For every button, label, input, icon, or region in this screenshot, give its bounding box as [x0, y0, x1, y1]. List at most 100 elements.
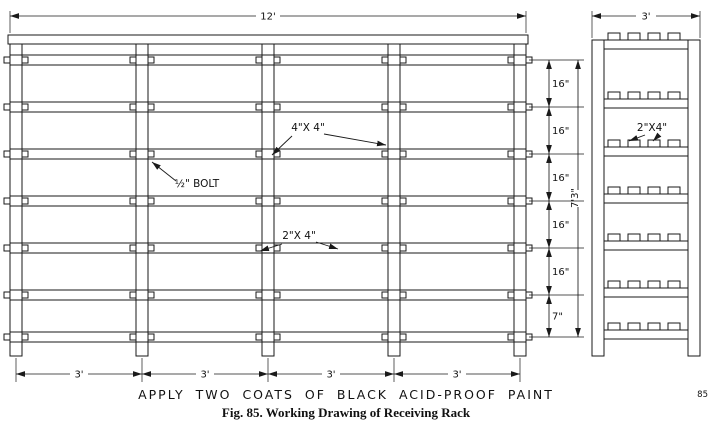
- label-bg: [551, 78, 568, 89]
- bolt-nut: [399, 244, 407, 252]
- rail-block: [647, 280, 661, 289]
- label-bg: [256, 9, 280, 23]
- side-post: [591, 39, 605, 357]
- spacing-dim-label: 16": [552, 267, 569, 278]
- bolt-nut: [21, 103, 29, 111]
- bolt-nut: [381, 150, 389, 158]
- bay-dim-label: 3': [326, 370, 335, 381]
- bolt-nut: [507, 244, 515, 252]
- bay-dim-label: 3': [74, 370, 83, 381]
- bolt-nut: [147, 333, 155, 341]
- rail-block: [667, 186, 681, 195]
- side-view: [591, 32, 701, 357]
- leader-arrow: [259, 243, 283, 252]
- rail-block: [667, 139, 681, 148]
- bolt-nut: [507, 333, 515, 341]
- bolt-nut: [507, 150, 515, 158]
- rail-block: [667, 233, 681, 242]
- leader-arrow: [323, 133, 387, 147]
- label-bg: [551, 311, 568, 321]
- leader-arrow: [271, 135, 293, 156]
- bolt-nut: [21, 333, 29, 341]
- bolt-nut: [3, 333, 11, 341]
- bolt-nut: [381, 333, 389, 341]
- bolt-nut: [399, 56, 407, 64]
- bolt-nut: [399, 291, 407, 299]
- bolt-nut: [147, 56, 155, 64]
- bolt-nut: [273, 291, 281, 299]
- side-width-dim-label: 3': [641, 12, 650, 23]
- bolt-nut: [3, 56, 11, 64]
- bolt-nut: [129, 197, 137, 205]
- leader-arrow: [315, 241, 339, 250]
- bolt-nut: [129, 244, 137, 252]
- bolt-nut: [507, 103, 515, 111]
- rail-block: [667, 322, 681, 331]
- leader-arrow: [151, 161, 177, 182]
- rail-block: [627, 280, 641, 289]
- bolt-nut: [381, 103, 389, 111]
- rail-block: [647, 322, 661, 331]
- bolt-nut: [507, 56, 515, 64]
- post: [387, 43, 401, 357]
- dimensions: 12'3'16"16"16"16"16"7"7'3"3'3'3'3': [9, 9, 701, 382]
- bolt-nut: [399, 103, 407, 111]
- post: [261, 43, 275, 357]
- rail-block: [607, 280, 621, 289]
- label-bg: [70, 367, 88, 379]
- rail-block: [627, 233, 641, 242]
- bolt-nut: [21, 291, 29, 299]
- rail-block: [667, 32, 681, 41]
- label-bg: [551, 266, 568, 277]
- label-bg: [322, 367, 340, 379]
- rail: [9, 331, 527, 343]
- bolt-nut: [147, 103, 155, 111]
- rail-block: [627, 91, 641, 100]
- bolt-nut: [273, 197, 281, 205]
- rail-block: [647, 139, 661, 148]
- bolt-nut: [507, 291, 515, 299]
- bolt-nut: [21, 244, 29, 252]
- rail-block: [607, 233, 621, 242]
- shelf-board: [603, 329, 689, 340]
- rail-block: [627, 32, 641, 41]
- label-bg: [551, 125, 568, 136]
- bolt-nut: [255, 56, 263, 64]
- bolt-nut: [3, 103, 11, 111]
- bolt-nut: [147, 150, 155, 158]
- bolt-nut: [3, 244, 11, 252]
- bolt-nut: [3, 197, 11, 205]
- label-bg: [196, 367, 214, 379]
- bolt-nut: [507, 197, 515, 205]
- bolt-nut: [21, 150, 29, 158]
- spacing-dim-label: 16": [552, 79, 569, 90]
- shelf-board: [603, 193, 689, 204]
- bolt-nut: [273, 244, 281, 252]
- bolt-nut: [381, 291, 389, 299]
- shelf-board: [603, 240, 689, 251]
- page-number: 85: [697, 390, 708, 400]
- rail-block: [607, 32, 621, 41]
- shelf-board: [603, 39, 689, 50]
- bolt-nut: [255, 150, 263, 158]
- top-cap-board: [7, 34, 529, 45]
- bolt-nut: [129, 103, 137, 111]
- bolt-nut: [147, 244, 155, 252]
- paint-instruction: APPLY TWO COATS OF BLACK ACID-PROOF PAIN…: [138, 387, 554, 402]
- rail-block: [627, 322, 641, 331]
- leader-arrow: [628, 134, 646, 142]
- bolt-nut: [399, 150, 407, 158]
- spacing-dim-label: 16": [552, 126, 569, 137]
- bolt-nut: [147, 197, 155, 205]
- bolt-nut: [129, 291, 137, 299]
- bolt-nut: [129, 150, 137, 158]
- bolt-size-label: ½" BOLT: [175, 178, 220, 190]
- bolt-nut: [3, 150, 11, 158]
- label-bg: [636, 9, 656, 23]
- label-bg: [551, 172, 568, 183]
- rail-block: [667, 280, 681, 289]
- shelf-board: [603, 98, 689, 109]
- bolt-nut: [255, 103, 263, 111]
